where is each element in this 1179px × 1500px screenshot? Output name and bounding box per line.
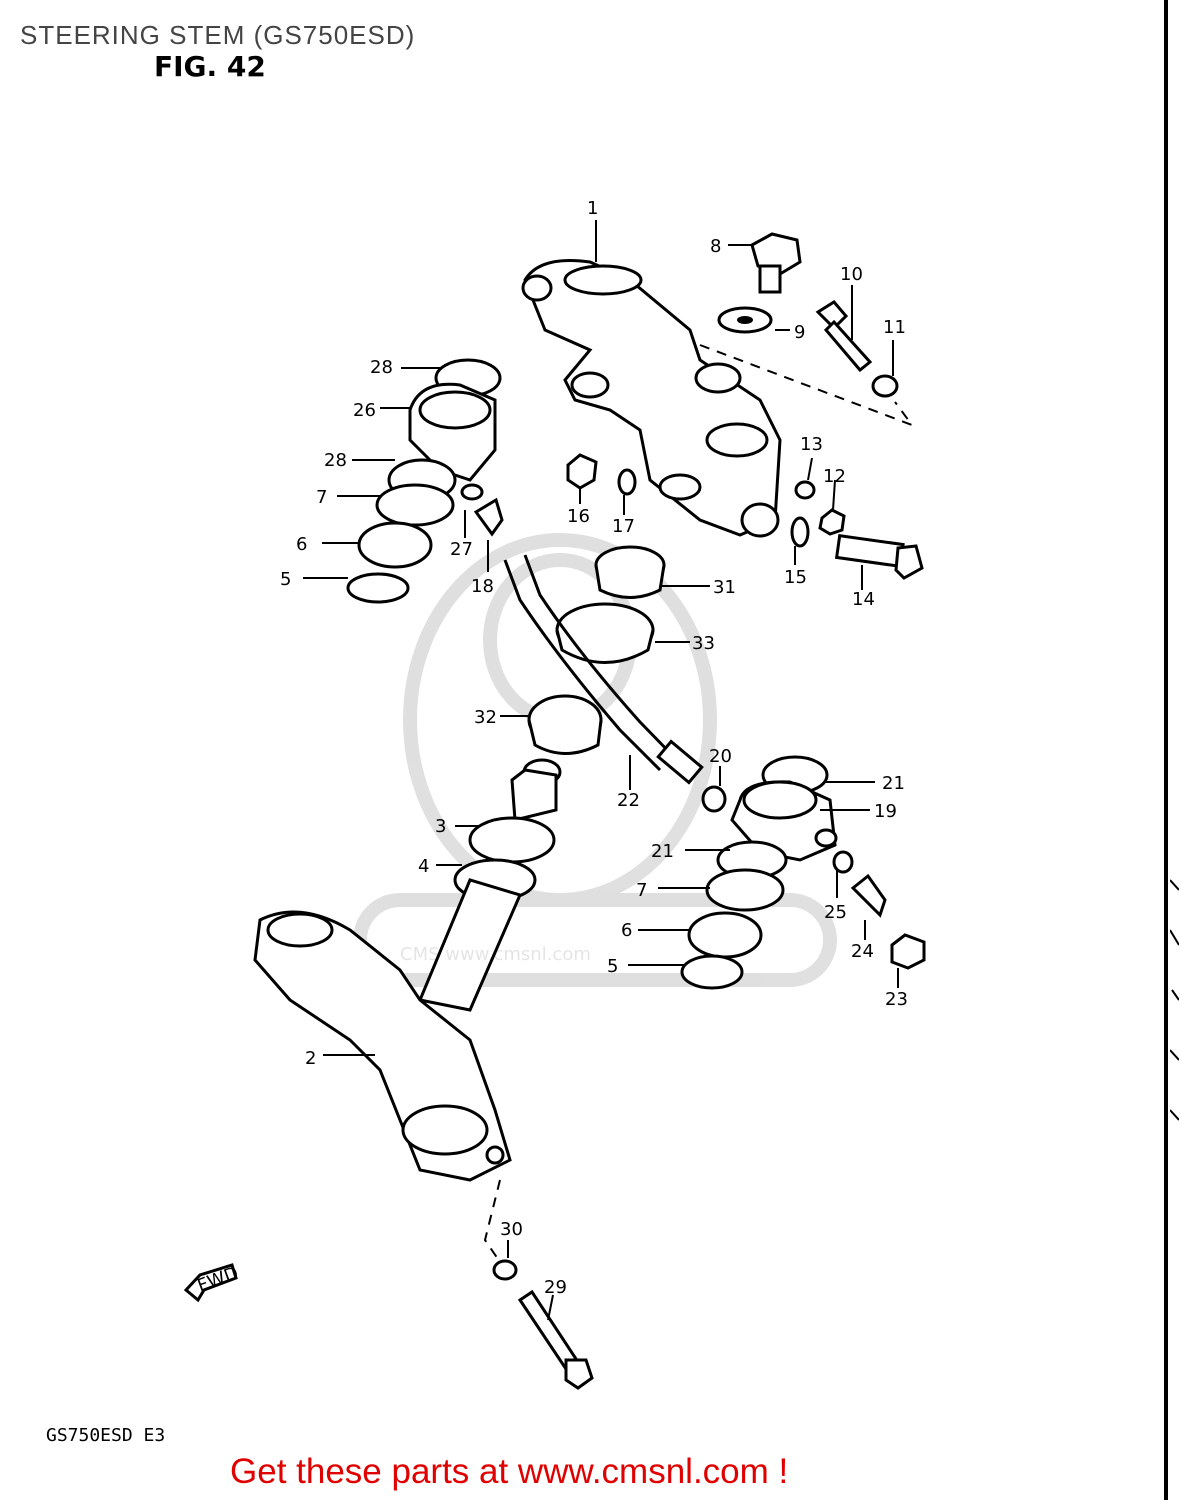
figure-number: FIG. 42	[154, 50, 266, 83]
washer-25	[832, 850, 854, 874]
callout-15: 15	[784, 567, 807, 588]
callout-28-lower: 28	[324, 450, 347, 471]
callout-29: 29	[544, 1277, 567, 1298]
callout-24: 24	[851, 941, 874, 962]
callout-23: 23	[885, 989, 908, 1010]
callout-31: 31	[713, 577, 736, 598]
callout-5-right: 5	[607, 956, 618, 977]
nut-16	[566, 453, 598, 490]
nipple-18	[473, 497, 504, 537]
callout-26: 26	[353, 400, 376, 421]
bolt-10	[815, 300, 873, 373]
page-edge-divider	[1164, 0, 1168, 1500]
callout-21-top: 21	[882, 773, 905, 794]
fwd-label: FWD	[195, 1263, 242, 1297]
callout-28-top: 28	[370, 357, 393, 378]
brake-hose-22	[503, 554, 704, 785]
right-clamp-stack	[680, 755, 838, 990]
callout-21-mid: 21	[651, 841, 674, 862]
diagram-title: STEERING STEM (GS750ESD)	[20, 20, 416, 50]
callout-7-left: 7	[316, 487, 327, 508]
callout-20: 20	[709, 746, 732, 767]
lower-bracket	[253, 910, 512, 1182]
callout-8: 8	[710, 236, 721, 257]
callout-14: 14	[852, 589, 875, 610]
callout-7-right: 7	[636, 880, 647, 901]
callout-18: 18	[471, 576, 494, 597]
nut-23	[890, 933, 926, 970]
callout-33: 33	[692, 633, 715, 654]
bearings	[527, 545, 666, 755]
callout-16: 16	[567, 506, 590, 527]
washer-15	[790, 516, 810, 548]
left-clamp-stack	[346, 358, 502, 604]
washer-13	[794, 480, 816, 500]
bolt-14	[834, 533, 924, 580]
callout-10: 10	[840, 264, 863, 285]
callout-19: 19	[874, 801, 897, 822]
callout-27: 27	[450, 539, 473, 560]
fwd-arrow-icon	[183, 1263, 238, 1303]
callout-3: 3	[435, 816, 446, 837]
callout-4: 4	[418, 856, 429, 877]
callout-labels: 1 2 3 4 5 5 6 6 7 7 8 9 10 11 12 13 14 1…	[280, 198, 908, 1298]
leader-lines	[303, 220, 899, 1321]
washer-17	[617, 468, 637, 496]
nut-12	[818, 508, 846, 536]
callout-1: 1	[587, 198, 598, 219]
callout-13: 13	[800, 434, 823, 455]
callout-22: 22	[617, 790, 640, 811]
callout-25: 25	[824, 902, 847, 923]
callout-11: 11	[883, 317, 906, 338]
callout-6-right: 6	[621, 920, 632, 941]
washer-20	[701, 785, 727, 813]
adjacent-page-fragment	[1170, 879, 1179, 1121]
callout-12: 12	[823, 466, 846, 487]
washer-11	[871, 374, 899, 398]
get-parts-link[interactable]: Get these parts at www.cmsnl.com !	[230, 1452, 789, 1491]
callout-30: 30	[500, 1219, 523, 1240]
model-code: GS750ESD E3	[46, 1425, 166, 1446]
bolt-8	[750, 232, 802, 294]
callout-5-left: 5	[280, 569, 291, 590]
washer-30	[492, 1259, 518, 1281]
nipple-24	[850, 873, 887, 918]
callout-32: 32	[474, 707, 497, 728]
upper-bracket	[521, 258, 782, 538]
callout-9: 9	[794, 322, 805, 343]
callout-17: 17	[612, 516, 635, 537]
callout-2: 2	[305, 1048, 316, 1069]
bolt-29	[517, 1289, 594, 1390]
watermark-text: CMS www.cmsnl.com	[400, 944, 591, 965]
steering-stem	[417, 758, 562, 1012]
callout-6-left: 6	[296, 534, 307, 555]
